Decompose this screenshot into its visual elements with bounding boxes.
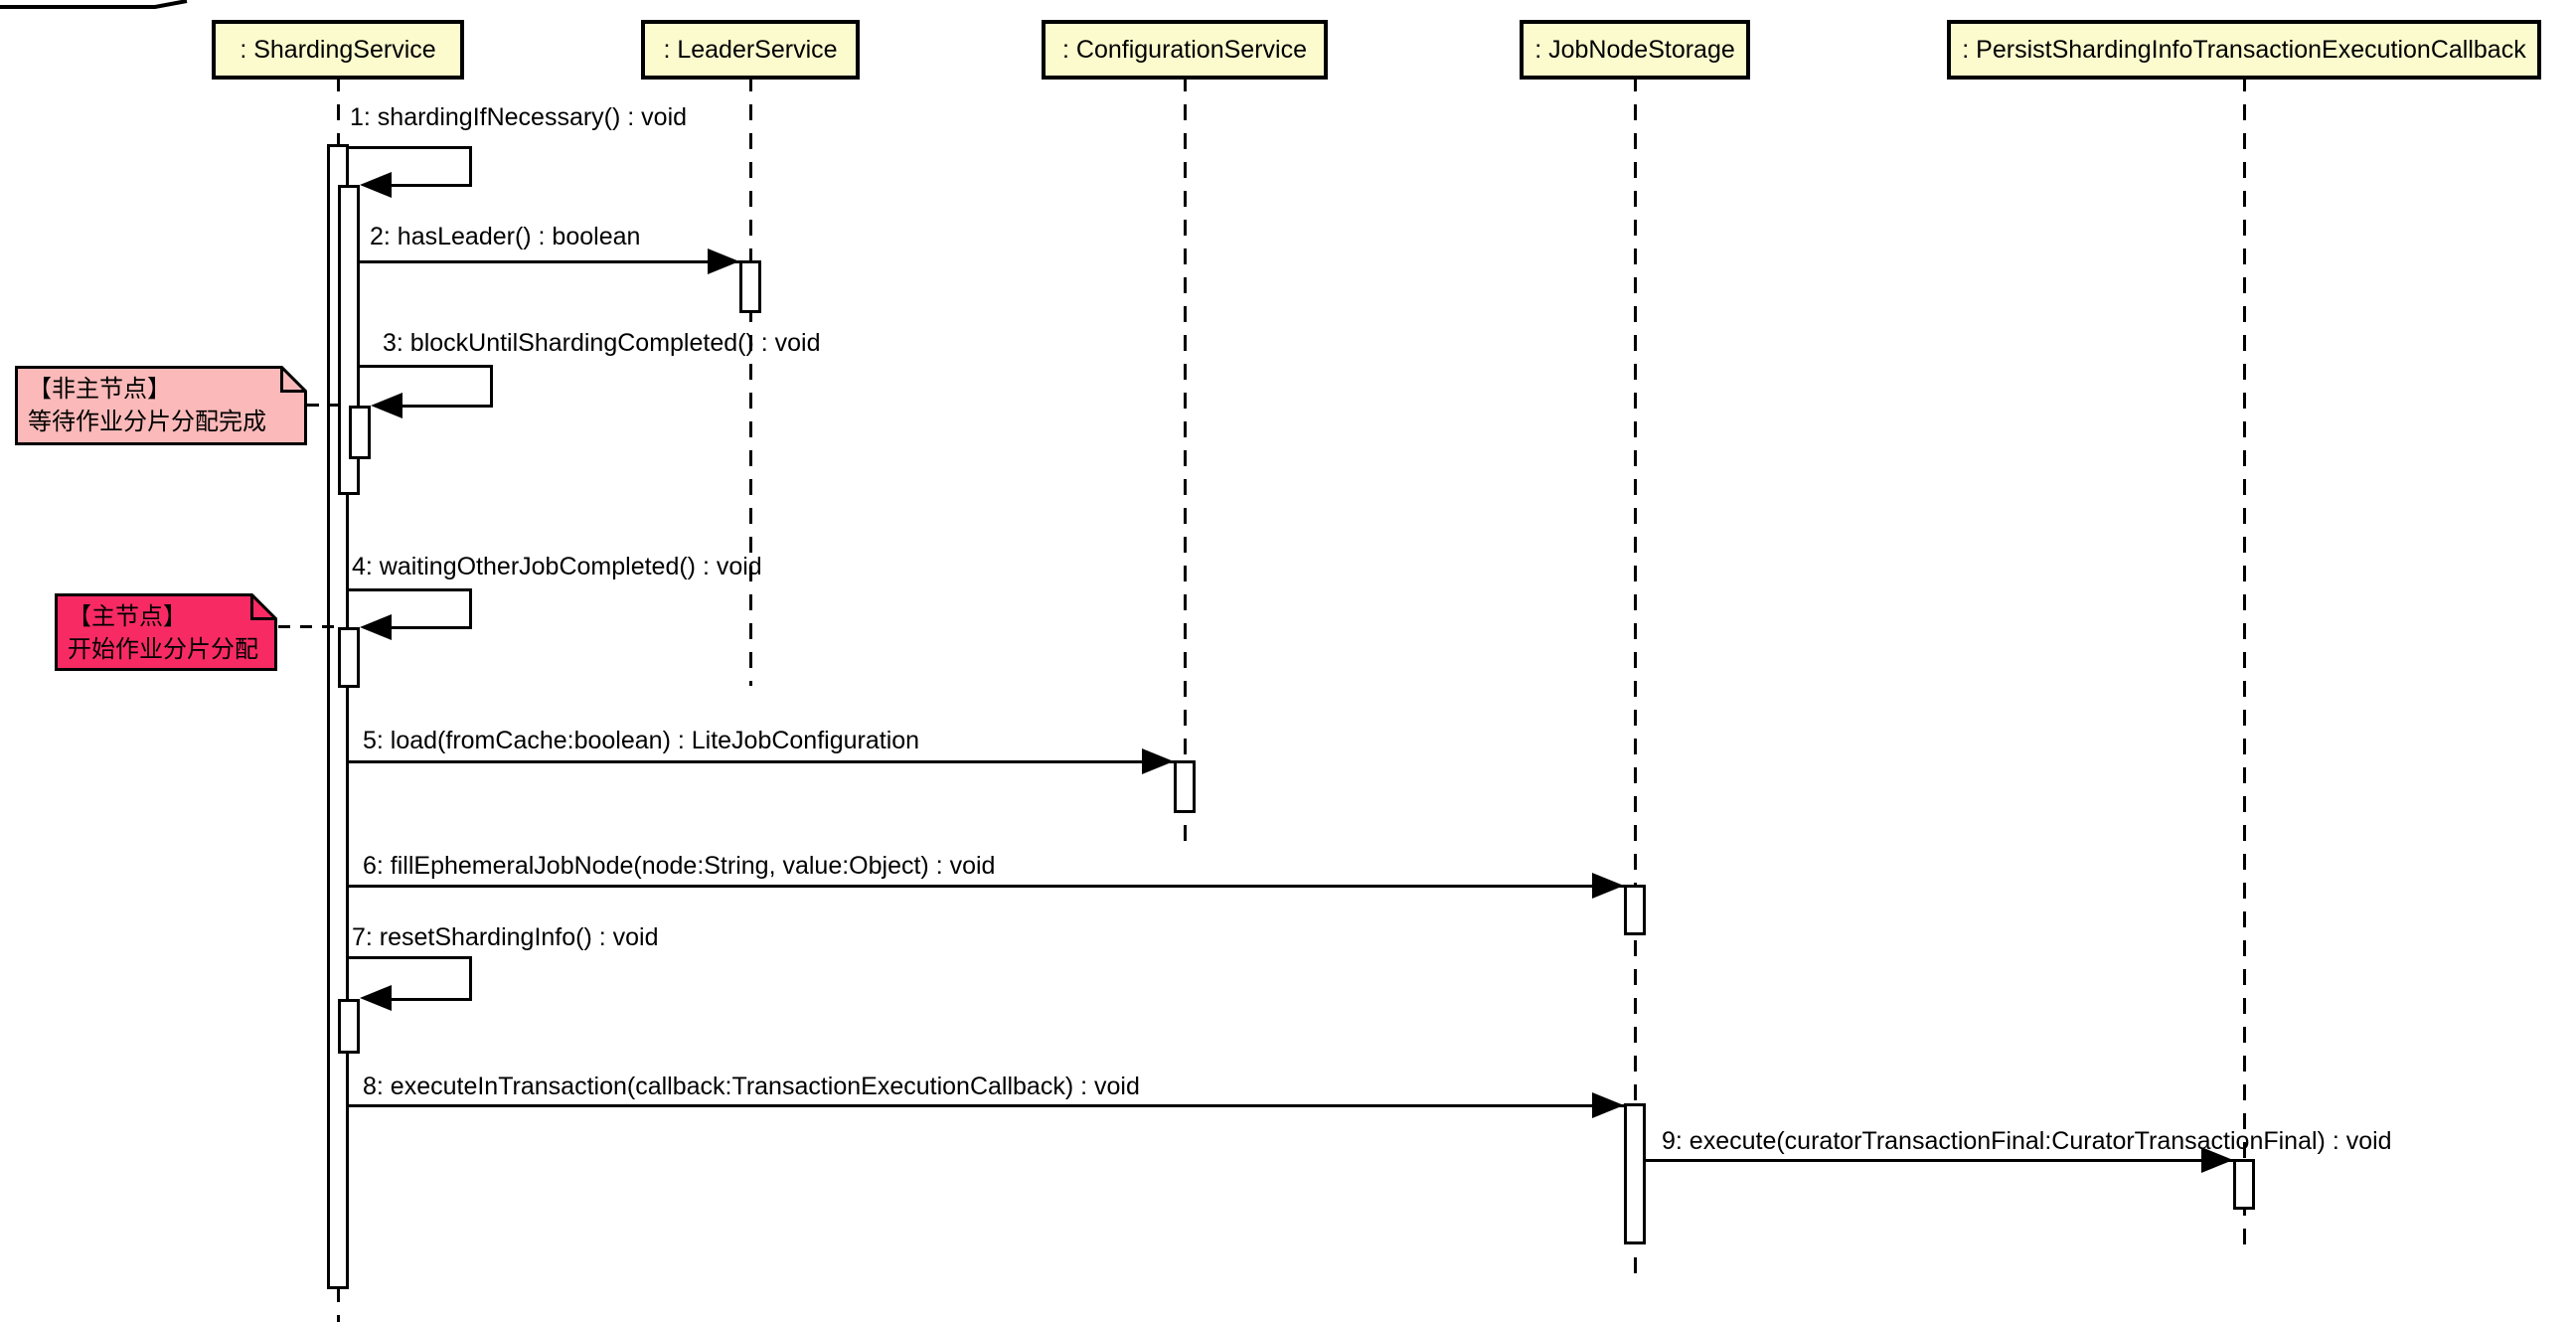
message-4-arrowhead: [360, 614, 392, 640]
lifeline-head-shardingservice: : ShardingService: [212, 20, 464, 80]
message-7-label: 7: resetShardingInfo() : void: [352, 923, 659, 951]
lifeline-persistcallback: [2243, 76, 2246, 1247]
note-non-master: 【非主节点】 等待作业分片分配完成: [15, 366, 307, 445]
lifeline-label: : ConfigurationService: [1062, 35, 1307, 64]
activation-shardingservice-msg4: [338, 627, 360, 688]
note-shape: [15, 366, 307, 445]
message-8-line: [349, 1104, 1624, 1107]
message-1-arrowhead: [360, 172, 392, 198]
message-5-label: 5: load(fromCache:boolean) : LiteJobConf…: [363, 727, 920, 754]
frame-edge-fragment: [0, 0, 188, 9]
message-9-line: [1646, 1159, 2233, 1162]
note-line-2: 开始作业分片分配: [68, 636, 258, 663]
message-3-line: [401, 405, 493, 408]
message-1-line: [469, 146, 472, 187]
lifeline-head-leaderservice: : LeaderService: [641, 20, 860, 80]
message-4-line: [469, 588, 472, 629]
activation-persistcallback-msg9: [2233, 1159, 2255, 1210]
message-1-line: [390, 184, 472, 187]
message-6-label: 6: fillEphemeralJobNode(node:String, val…: [363, 852, 996, 880]
lifeline-label: : LeaderService: [663, 35, 838, 64]
lifeline-head-persistcallback: : PersistShardingInfoTransactionExecutio…: [1947, 20, 2541, 80]
message-8-label: 8: executeInTransaction(callback:Transac…: [363, 1073, 1140, 1100]
note-line-1: 【非主节点】: [28, 376, 171, 403]
message-5-arrowhead: [1142, 748, 1174, 774]
lifeline-jobnodestorage: [1634, 76, 1637, 1277]
activation-leaderservice-msg2: [739, 260, 761, 313]
lifeline-label: : JobNodeStorage: [1534, 35, 1735, 64]
lifeline-configurationservice: [1184, 76, 1187, 845]
lifeline-leaderservice: [749, 76, 752, 686]
lifeline-head-jobnodestorage: : JobNodeStorage: [1520, 20, 1750, 80]
message-2-label: 2: hasLeader() : boolean: [370, 223, 641, 250]
lifeline-label: : ShardingService: [240, 35, 436, 64]
activation-shardingservice-msg3: [349, 406, 371, 459]
message-3-line: [490, 365, 493, 407]
message-2-line: [360, 260, 739, 263]
message-6-line: [349, 885, 1624, 888]
activation-configurationservice-msg5: [1174, 760, 1196, 813]
message-9-arrowhead: [2201, 1147, 2233, 1173]
note-line-1: 【主节点】: [68, 603, 187, 630]
activation-jobnodestorage-msg6: [1624, 885, 1646, 935]
message-7-arrowhead: [360, 985, 392, 1011]
message-4-line: [390, 626, 472, 629]
message-3-arrowhead: [371, 393, 402, 418]
message-7-line: [390, 998, 472, 1001]
message-5-line: [349, 760, 1174, 763]
note-text: 【主节点】 开始作业分片分配: [68, 600, 258, 666]
note-2-connector: [278, 625, 339, 628]
activation-shardingservice-msg7: [338, 999, 360, 1054]
message-2-arrowhead: [708, 248, 739, 274]
message-7-line: [469, 956, 472, 1000]
message-9-label: 9: execute(curatorTransactionFinal:Curat…: [1662, 1127, 2392, 1155]
message-6-arrowhead: [1592, 873, 1624, 899]
note-line-2: 等待作业分片分配完成: [28, 409, 266, 435]
message-1-label: 1: shardingIfNecessary() : void: [350, 103, 688, 131]
lifeline-label: : PersistShardingInfoTransactionExecutio…: [1962, 35, 2526, 64]
message-3-label: 3: blockUntilShardingCompleted() : void: [383, 329, 821, 357]
message-8-arrowhead: [1592, 1092, 1624, 1118]
activation-jobnodestorage-msg8: [1624, 1103, 1646, 1244]
message-4-label: 4: waitingOtherJobCompleted() : void: [352, 553, 762, 580]
message-3-line: [360, 365, 493, 368]
note-master: 【主节点】 开始作业分片分配: [55, 593, 277, 671]
note-1-connector: [307, 404, 339, 407]
note-text: 【非主节点】 等待作业分片分配完成: [28, 373, 266, 438]
message-4-line: [349, 588, 472, 591]
lifeline-head-configurationservice: : ConfigurationService: [1042, 20, 1328, 80]
message-1-line: [349, 146, 472, 149]
note-shape: [55, 593, 277, 671]
message-7-line: [349, 956, 472, 959]
